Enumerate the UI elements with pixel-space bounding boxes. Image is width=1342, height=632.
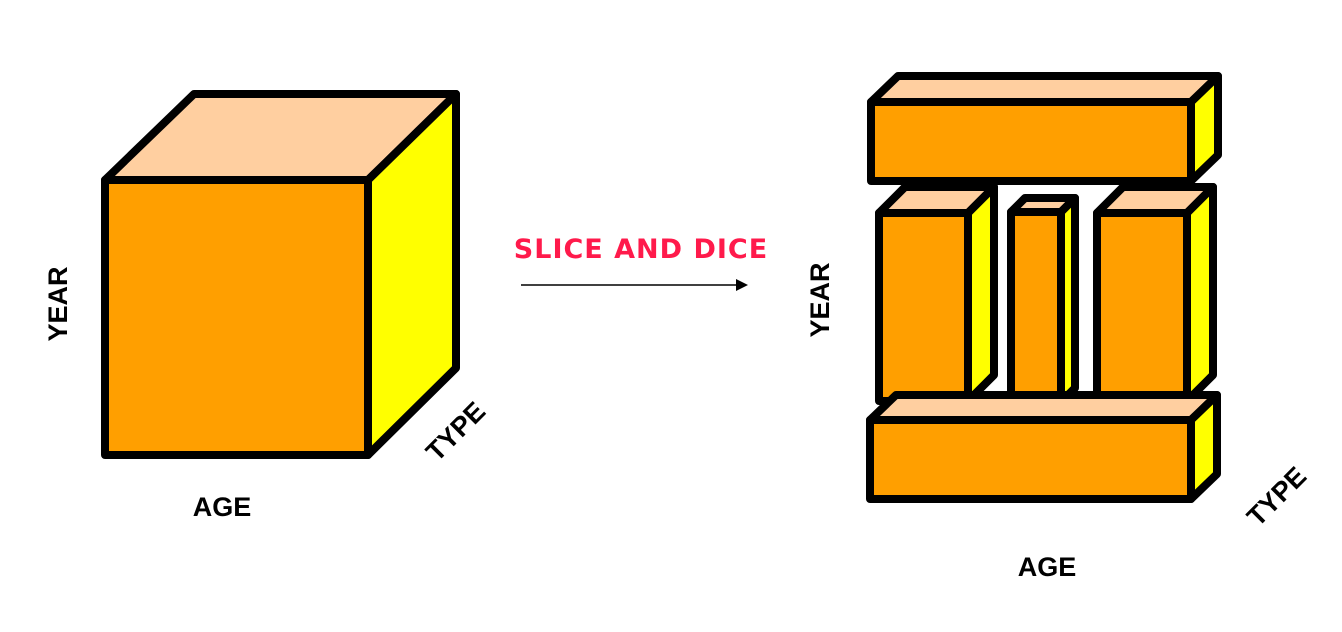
left-year-axis-label: YEAR xyxy=(43,266,73,341)
arrow-head xyxy=(736,279,748,291)
left-type-axis-label: TYPE xyxy=(420,396,491,467)
top-slab xyxy=(867,72,1222,185)
top-slab-front-face xyxy=(867,98,1195,185)
middle-pillar-front-face xyxy=(1007,208,1065,406)
right-cube xyxy=(866,72,1222,503)
right-type-axis-label: TYPE xyxy=(1241,461,1312,532)
right-pillar-front-face xyxy=(1093,209,1191,405)
right-year-axis-label: YEAR xyxy=(805,262,835,337)
right-age-axis-label: AGE xyxy=(1018,552,1077,582)
left-cube xyxy=(101,90,460,459)
bottom-slab-front-face xyxy=(866,416,1195,503)
left-pillar xyxy=(875,183,998,405)
left-pillar-front-face xyxy=(875,209,972,405)
left-cube-front-face xyxy=(101,176,372,459)
operation-label: SLICE AND DICE xyxy=(514,234,768,265)
left-age-axis-label: AGE xyxy=(193,492,252,522)
right-pillar xyxy=(1093,183,1217,405)
bottom-slab xyxy=(866,391,1221,503)
transform-arrow xyxy=(521,279,748,291)
middle-pillar xyxy=(1007,194,1079,406)
